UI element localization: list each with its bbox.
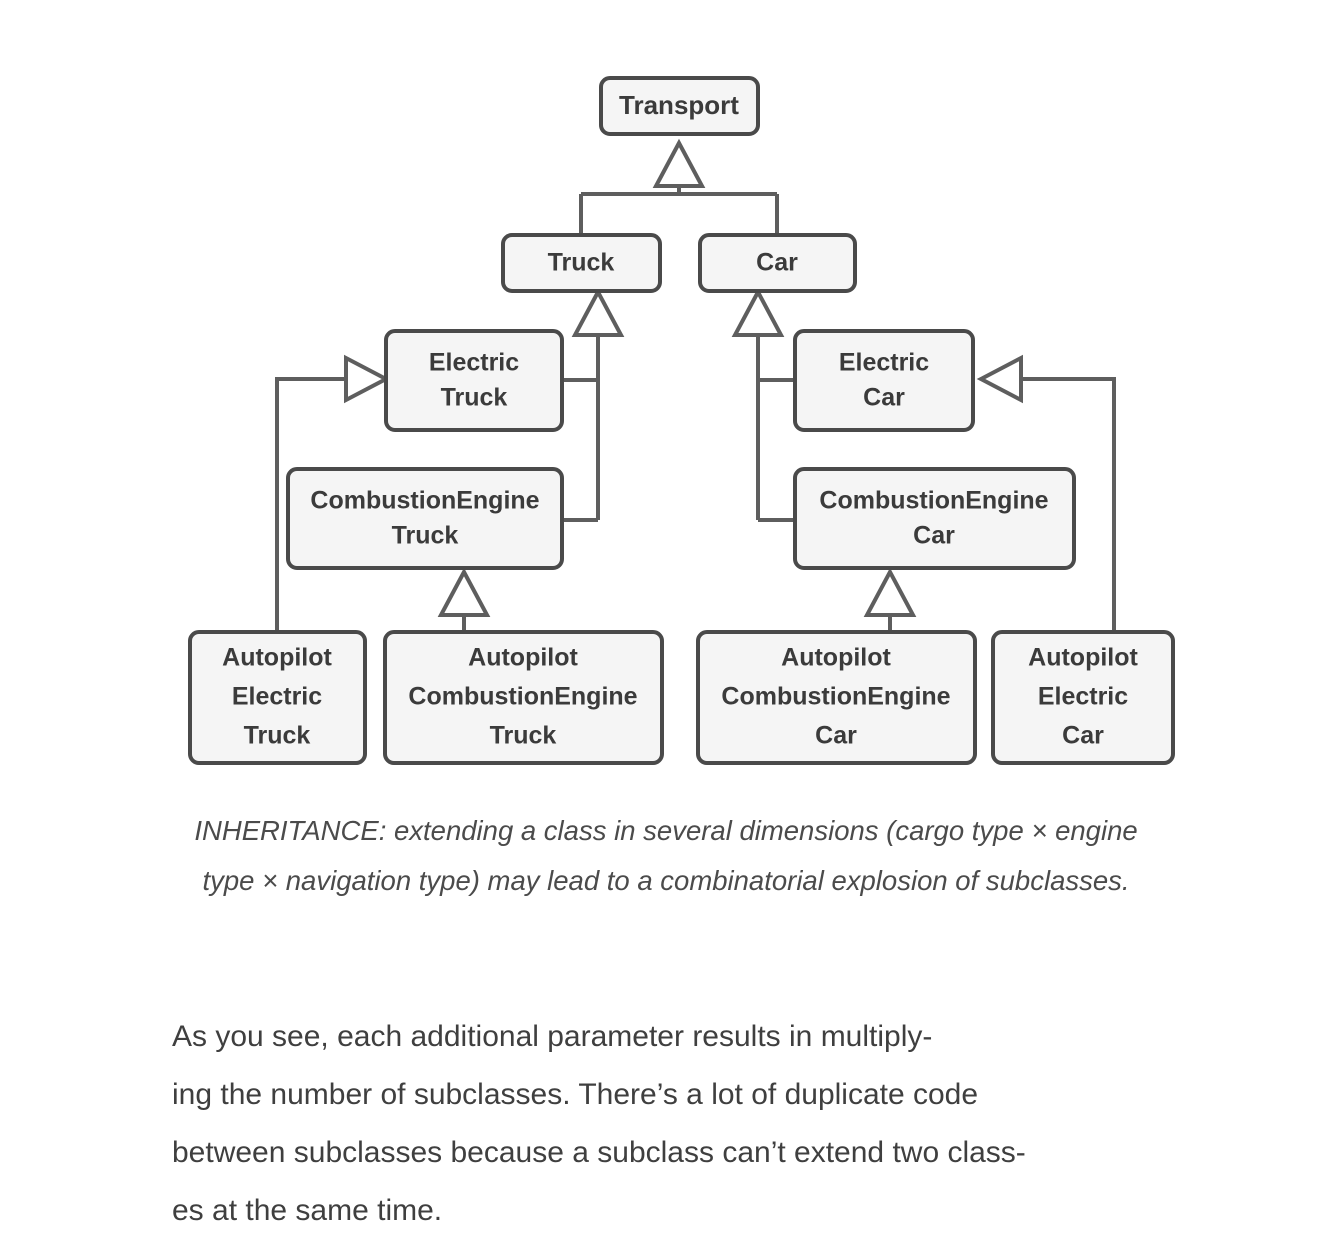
arrowhead-electric-truck xyxy=(344,354,391,404)
class-box-autopilot-electric-car-label-line2: Electric xyxy=(1038,683,1128,711)
class-box-autopilot-electric-truck-label-line3: Truck xyxy=(244,722,311,750)
class-box-combustion-engine-truck-rect xyxy=(286,467,564,570)
class-box-transport[interactable]: Transport xyxy=(599,76,760,136)
class-box-electric-truck[interactable]: Electric Truck xyxy=(384,329,564,432)
class-box-electric-car-label-line2: Car xyxy=(863,384,905,412)
class-box-truck-rect xyxy=(501,233,662,293)
edge-autopilot-electric-car xyxy=(1003,377,1116,632)
class-box-autopilot-combustion-engine-car-label-line2: CombustionEngine xyxy=(721,683,950,711)
class-box-transport-label: Transport xyxy=(619,90,739,120)
class-box-autopilot-electric-car-label-line1: Autopilot xyxy=(1028,644,1138,672)
class-box-autopilot-combustion-engine-truck-label-line2: CombustionEngine xyxy=(408,683,637,711)
body-line-4: es at the same time. xyxy=(172,1194,443,1227)
class-box-autopilot-combustion-engine-car-label-line3: Car xyxy=(815,722,857,750)
class-box-car-label: Car xyxy=(756,249,798,277)
uml-diagram-svg: Transport Truck Car Electric Truck Elect… xyxy=(188,76,1175,765)
class-box-transport-rect xyxy=(599,76,760,136)
class-box-combustion-engine-car[interactable]: CombustionEngine Car xyxy=(793,467,1076,570)
class-box-electric-truck-label-line2: Truck xyxy=(441,384,508,412)
class-box-autopilot-electric-car-label-line3: Car xyxy=(1062,722,1104,750)
body-paragraph: As you see, each additional parameter re… xyxy=(172,1008,1190,1240)
class-box-autopilot-electric-truck-rect xyxy=(188,630,367,765)
arrowhead-combustion-truck xyxy=(437,567,491,617)
class-box-combustion-engine-car-label-line1: CombustionEngine xyxy=(819,487,1048,515)
class-box-combustion-engine-truck-label-line2: Truck xyxy=(392,522,459,550)
class-box-electric-truck-rect xyxy=(384,329,564,432)
class-box-autopilot-combustion-engine-truck-label-line1: Autopilot xyxy=(468,644,578,672)
arrowhead-truck xyxy=(571,287,625,337)
class-box-autopilot-combustion-engine-car-label-line1: Autopilot xyxy=(781,644,891,672)
class-box-autopilot-combustion-engine-car-rect xyxy=(696,630,977,765)
class-box-electric-car[interactable]: Electric Car xyxy=(793,329,975,432)
edge-car-trunk xyxy=(756,331,795,522)
class-box-combustion-engine-truck[interactable]: CombustionEngine Truck xyxy=(286,467,564,570)
class-box-combustion-engine-car-rect xyxy=(793,467,1076,570)
class-box-electric-car-label-line1: Electric xyxy=(839,349,929,377)
class-box-autopilot-electric-truck[interactable]: Autopilot Electric Truck xyxy=(188,630,367,765)
class-box-autopilot-electric-car[interactable]: Autopilot Electric Car xyxy=(991,630,1175,765)
class-box-autopilot-electric-truck-label-line2: Electric xyxy=(232,683,322,711)
class-box-autopilot-combustion-engine-truck-label-line3: Truck xyxy=(490,722,557,750)
arrowhead-transport xyxy=(652,138,706,188)
class-box-autopilot-combustion-engine-truck-rect xyxy=(383,630,664,765)
class-box-autopilot-electric-truck-label-line1: Autopilot xyxy=(222,644,332,672)
edge-autopilot-electric-truck xyxy=(275,377,367,632)
arrowhead-car xyxy=(731,287,785,337)
class-box-truck-label: Truck xyxy=(548,249,615,277)
arrowhead-electric-car xyxy=(976,354,1023,404)
class-box-autopilot-combustion-engine-car[interactable]: Autopilot CombustionEngine Car xyxy=(696,630,977,765)
class-box-autopilot-combustion-engine-truck[interactable]: Autopilot CombustionEngine Truck xyxy=(383,630,664,765)
body-line-3: between subclasses because a subclass ca… xyxy=(172,1136,1026,1169)
body-line-1: As you see, each additional parameter re… xyxy=(172,1020,933,1053)
class-box-car-rect xyxy=(698,233,857,293)
class-box-electric-car-rect xyxy=(793,329,975,432)
class-box-combustion-engine-truck-label-line1: CombustionEngine xyxy=(310,487,539,515)
class-box-autopilot-electric-car-rect xyxy=(991,630,1175,765)
inheritance-class-diagram: Transport Truck Car Electric Truck Elect… xyxy=(188,76,1175,765)
arrowhead-combustion-car xyxy=(863,567,917,617)
class-box-truck[interactable]: Truck xyxy=(501,233,662,293)
edge-truck-trunk xyxy=(562,331,600,522)
body-line-2: ing the number of subclasses. There’s a … xyxy=(172,1078,979,1111)
class-box-combustion-engine-car-label-line2: Car xyxy=(913,522,955,550)
figure-caption: INHERITANCE: extending a class in severa… xyxy=(194,815,1138,896)
class-box-electric-truck-label-line1: Electric xyxy=(429,349,519,377)
class-box-car[interactable]: Car xyxy=(698,233,857,293)
